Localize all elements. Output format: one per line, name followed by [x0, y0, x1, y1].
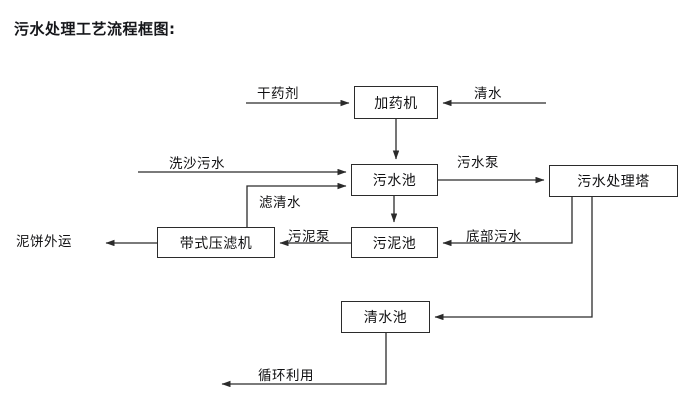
- label-sludge-pump: 污泥泵: [288, 229, 330, 245]
- node-sludge-pool[interactable]: 污泥池: [351, 227, 438, 258]
- label-recycle-reuse: 循环利用: [258, 368, 314, 384]
- node-belt-filter-press[interactable]: 带式压滤机: [157, 227, 275, 258]
- node-label: 污泥池: [372, 235, 417, 252]
- node-label: 带式压滤机: [179, 235, 253, 252]
- node-sewage-treatment-tower[interactable]: 污水处理塔: [549, 165, 678, 197]
- node-label: 污水池: [372, 173, 417, 189]
- node-label: 污水处理塔: [577, 174, 650, 190]
- label-sewage-pump: 污水泵: [457, 155, 499, 171]
- node-label: 加药机: [374, 95, 418, 112]
- edge-clean-water-pool-to-recycle: [221, 333, 387, 388]
- label-dry-reagent: 干药剂: [257, 86, 299, 102]
- node-dosing-machine[interactable]: 加药机: [354, 86, 438, 119]
- edge-tower-bottom-sewage-to-sludge-pool: [442, 197, 573, 247]
- label-clean-water-inlet: 清水: [474, 86, 502, 102]
- label-filtered-clear-water: 滤清水: [259, 195, 301, 211]
- node-sewage-pool[interactable]: 污水池: [351, 164, 438, 196]
- page-title: 污水处理工艺流程框图:: [14, 20, 176, 38]
- label-mud-cake-out: 泥饼外运: [16, 234, 72, 250]
- edge-tower-to-clean-water-pool: [434, 197, 593, 321]
- node-clean-water-pool[interactable]: 清水池: [341, 301, 430, 333]
- node-label: 清水池: [363, 310, 408, 326]
- label-bottom-sewage: 底部污水: [466, 229, 522, 245]
- edge-filtered-water-to-sewage-pool: [246, 182, 347, 227]
- label-sand-wash-sewage: 洗沙污水: [169, 156, 225, 172]
